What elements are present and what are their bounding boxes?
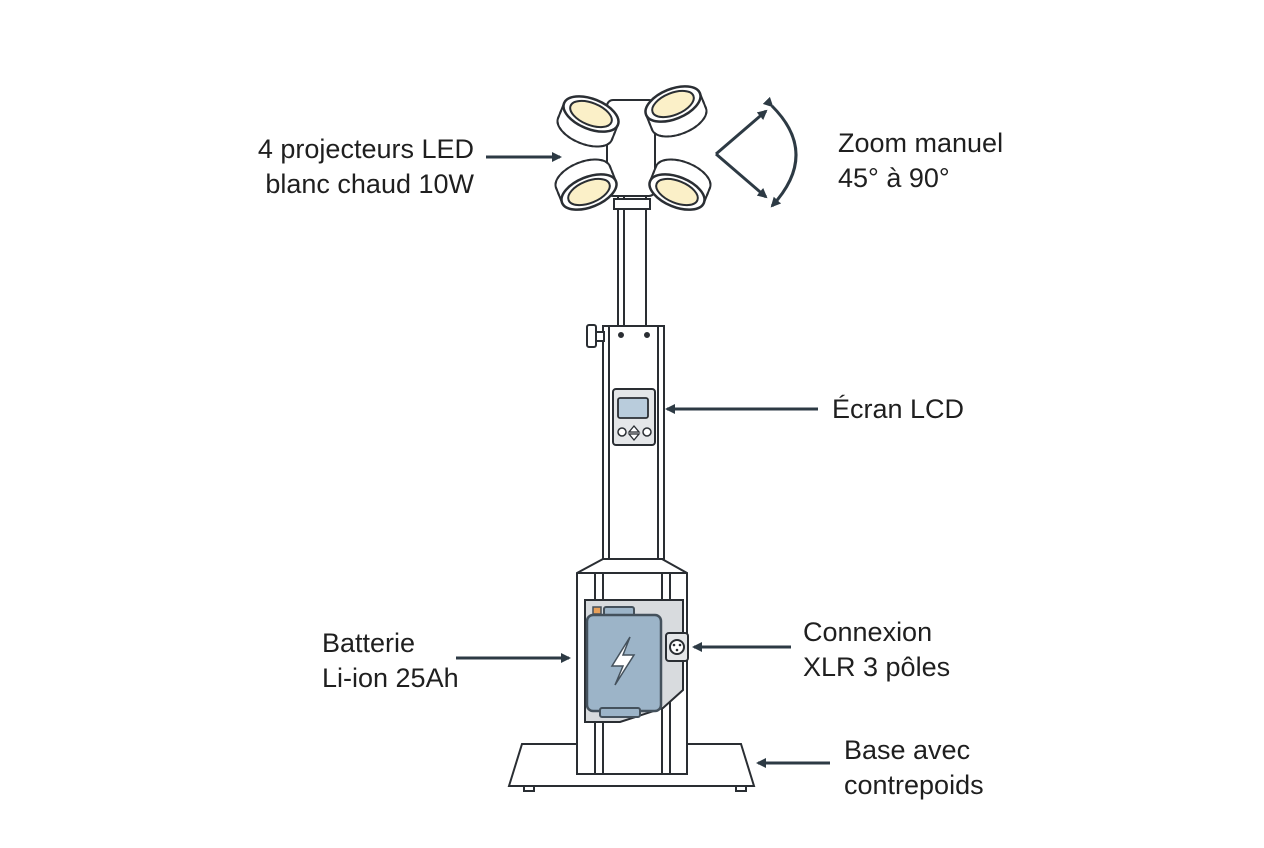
label-xlr-line2: XLR 3 pôles (803, 652, 951, 682)
label-base-line2: contrepoids (844, 770, 984, 800)
locking-knob (586, 324, 605, 348)
label-base-line1: Base avec (844, 735, 971, 765)
lightning-bolt-icon (610, 636, 636, 686)
curved-double-arrow-icon (715, 96, 798, 208)
label-battery-line1: Batterie (322, 628, 416, 658)
label-lcd: Écran LCD (832, 392, 964, 427)
label-base: Base avec contrepoids (844, 733, 984, 803)
label-lcd-line1: Écran LCD (832, 394, 965, 424)
label-projectors-line2: blanc chaud 10W (265, 169, 474, 199)
light-head (554, 85, 712, 211)
label-zoom: Zoom manuel 45° à 90° (838, 126, 1003, 196)
xlr-connector (665, 632, 689, 662)
label-projectors-line1: 4 projecteurs LED (257, 134, 474, 164)
led-projector-top-left (556, 95, 620, 148)
label-xlr-line1: Connexion (803, 617, 933, 647)
upper-mast (613, 195, 651, 327)
battery (585, 606, 663, 718)
label-projectors: 4 projecteurs LED blanc chaud 10W (196, 132, 474, 202)
led-projector-top-right (644, 85, 708, 138)
label-zoom-line1: Zoom manuel (838, 128, 1004, 158)
label-battery: Batterie Li-ion 25Ah (322, 626, 459, 696)
label-zoom-line2: 45° à 90° (838, 163, 950, 193)
lcd-panel (612, 388, 656, 446)
led-projector-bottom-left (554, 158, 618, 211)
label-battery-line2: Li-ion 25Ah (322, 663, 459, 693)
led-projector-bottom-right (648, 158, 712, 211)
label-xlr: Connexion XLR 3 pôles (803, 615, 950, 685)
